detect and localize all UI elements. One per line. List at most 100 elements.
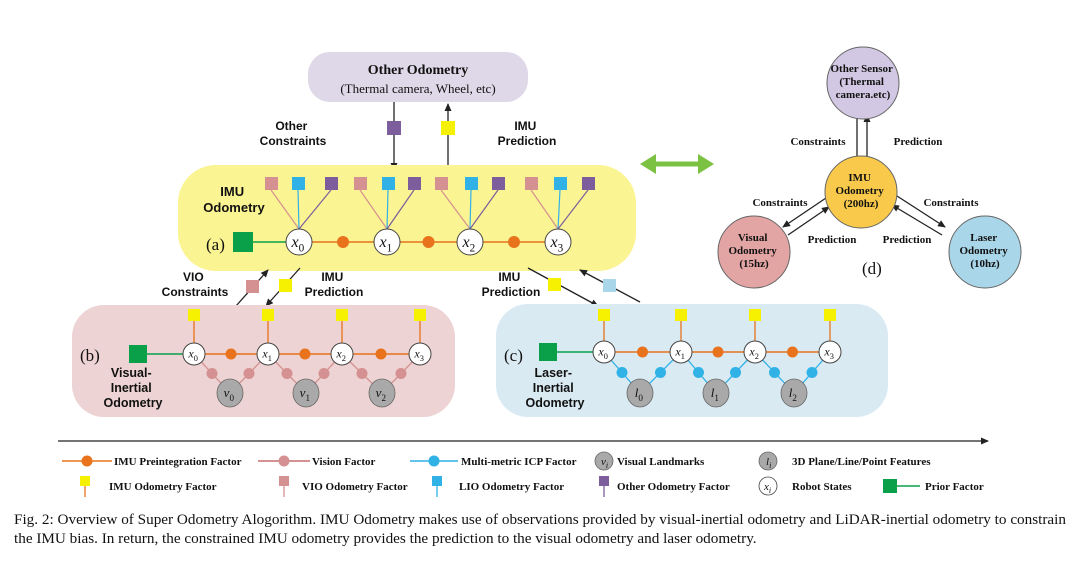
landmark-node [368,378,396,408]
imu-odometry-factor-square [336,309,348,321]
landmark-label: l1 [711,385,719,403]
visual-inertial-label: Visual- Inertial Odometry [103,366,162,410]
svg-text:vi: vi [601,456,608,470]
visual-inertial-factor-graph: x0 x1 x2 x3 v0 v1 v2 [129,309,432,408]
imu-prediction-right-label: IMU Prediction [482,270,541,299]
prior-factor [233,232,253,252]
landmark-node [626,378,654,408]
sensor-graph: Other Sensor (Thermal camera.etc) IMU Od… [717,46,1022,289]
robot-state-node [285,228,313,256]
svg-text:Visual Odometry (1: Visual Odometry (15hz) [728,232,779,270]
other-odometry-title: Other Odometry [368,63,468,78]
robot-state-node [592,340,616,364]
constraints-label: Constraints [752,197,808,209]
landmark-node [292,378,320,408]
imu-odometry-factor-square [598,309,610,321]
landmark-label: v0 [224,385,235,403]
legend-prior: Prior Factor [925,481,984,493]
factor-edge [557,189,589,230]
svg-text:Laser Odometry (10: Laser Odometry (10hz) [959,232,1010,270]
imu-preintegration-factor [787,346,798,358]
odometry-factor-square [525,177,538,190]
landmark-label: l0 [635,385,644,403]
landmark-factor [655,367,666,378]
vio-odometry-factor-square [246,280,259,293]
legend-visual-landmarks: Visual Landmarks [617,456,705,468]
imu-preintegration-factor [337,236,349,248]
landmark-node [216,378,244,408]
landmark-label: v1 [300,385,310,403]
imu-odometry-label: IMU Odometry [203,184,265,215]
robot-state-node [818,340,842,364]
laser-inertial-label: Laser- Inertial Odometry [525,366,584,410]
odometry-factor-square [292,177,305,190]
imu-odometry-factor-square [279,279,292,292]
factor-edge [440,189,471,230]
imu-odometry-node [824,155,898,229]
legend-vio-odometry: VIO Odometry Factor [302,481,408,493]
imu-odometry-factor-square [441,121,455,135]
imu-odometry-factor-square [188,309,200,321]
robot-state-node [408,342,432,366]
robot-state-node [256,342,280,366]
imu-prediction-left-label: IMU Prediction [305,270,364,299]
imu-preintegration-factor [508,236,520,248]
factor-edge [469,189,472,230]
other-constraints-label: Other Constraints [260,119,327,148]
imu-odometry-factor-square [414,309,426,321]
factor-edge [359,189,388,230]
factor-edge [298,189,332,230]
landmark-factor [281,368,293,379]
robot-state-label: x1 [261,347,272,364]
robot-state-node [544,228,572,256]
robot-state-node [743,340,767,364]
odometry-factor-square [435,177,448,190]
robot-state-node [182,342,206,366]
prediction-label: Prediction [883,234,932,246]
factor-edge [386,189,415,230]
legend-robot-states: Robot States [792,481,852,493]
imu-odometry-factor-square [749,309,761,321]
prediction-label: Prediction [894,136,943,148]
robot-state-node [373,228,401,256]
factor-edge [530,189,559,230]
landmark-factor [806,367,818,378]
robot-state-label: x2 [748,345,759,362]
svg-text:li: li [766,456,771,470]
imu-preintegration-factor [225,348,237,360]
robot-state-node [330,342,354,366]
odometry-factor-square [382,177,395,190]
prior-factor [539,343,557,361]
legend-imu-odometry: IMU Odometry Factor [109,481,217,493]
other-odometry-subtitle: (Thermal camera, Wheel, etc) [340,81,495,96]
legend: IMU Preintegration Factor Vision Factor … [62,451,984,497]
imu-odometry-factor-square [824,309,836,321]
other-odometry-box [308,52,528,102]
panel-a-label: (a) [206,235,225,254]
imu-odometry-factor-square [675,309,687,321]
landmark-label: v2 [376,385,387,403]
laser-odometry-node [948,215,1022,289]
imu-preintegration-factor [422,236,435,248]
landmark-factor [318,368,330,379]
landmark-node [702,378,730,408]
double-arrow-icon [640,154,714,174]
odometry-factor-square [554,177,567,190]
factor-edge [469,189,499,230]
imu-prediction-top-label: IMU Prediction [498,119,557,148]
panel-b-label: (b) [80,346,100,365]
visual-odometry-node [717,215,791,289]
imu-preintegration-factor [712,346,724,358]
legend-icp: Multi-metric ICP Factor [461,456,577,468]
robot-state-label: x2 [335,347,346,364]
imu-preintegration-factor [637,346,648,358]
prediction-label: Prediction [808,234,857,246]
landmark-factor [769,367,780,378]
factor-edge [270,189,300,230]
imu-preintegration-factor [299,348,311,360]
robot-state-label: x0 [187,347,198,364]
constraints-label: Constraints [923,197,979,209]
robot-state-label: x3 [413,347,424,364]
